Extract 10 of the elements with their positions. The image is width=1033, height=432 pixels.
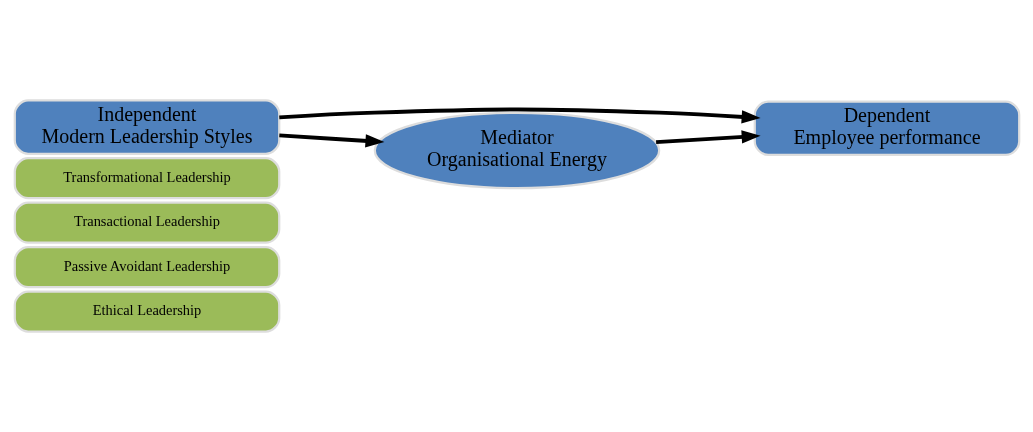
arrow [655, 130, 761, 145]
node-box: Transactional Leadership [13, 201, 280, 244]
node-box: Transformational Leadership [13, 157, 280, 200]
arrow [278, 133, 384, 148]
arrow [278, 107, 761, 124]
node-ellipse: Mediator Organisational Energy [373, 111, 660, 190]
node-box: Dependent Employee performance [753, 100, 1020, 156]
node-box: Passive Avoidant Leadership [13, 246, 280, 289]
node-box: Independent Modern Leadership Styles [13, 99, 280, 155]
node-box: Ethical Leadership [13, 290, 280, 333]
